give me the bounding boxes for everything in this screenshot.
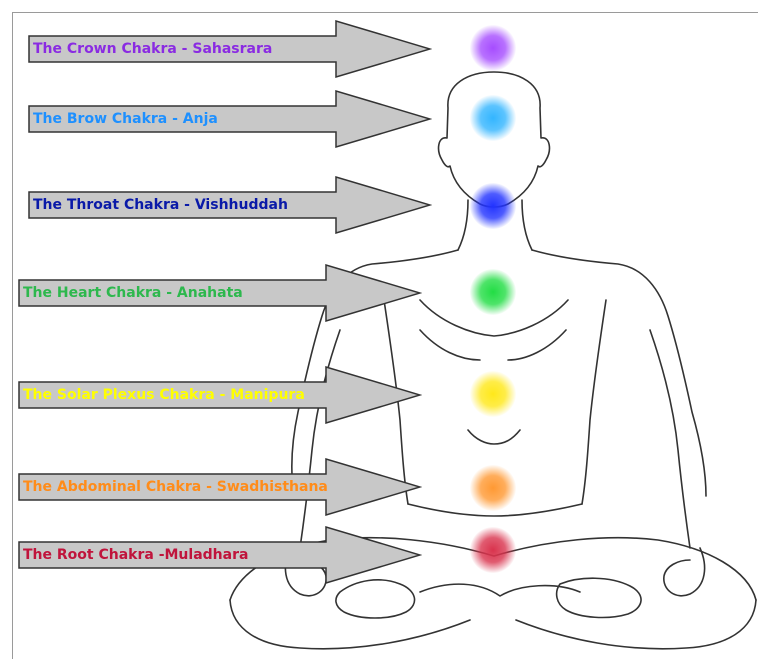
chakra-arrow: The Brow Chakra - Anja bbox=[28, 90, 432, 148]
chakra-label: The Root Chakra -Muladhara bbox=[23, 526, 248, 584]
chakra-label: The Solar Plexus Chakra - Manipura bbox=[23, 366, 305, 424]
yellow-energy-point bbox=[470, 371, 516, 417]
chakra-label: The Brow Chakra - Anja bbox=[33, 90, 218, 148]
chakra-arrow: The Abdominal Chakra - Swadhisthana bbox=[18, 458, 422, 516]
violet-energy-point bbox=[470, 25, 516, 71]
chakra-label: The Throat Chakra - Vishhuddah bbox=[33, 176, 288, 234]
chakra-label: The Crown Chakra - Sahasrara bbox=[33, 20, 272, 78]
chakra-label: The Abdominal Chakra - Swadhisthana bbox=[23, 458, 328, 516]
chakra-arrow: The Throat Chakra - Vishhuddah bbox=[28, 176, 432, 234]
light-blue-energy-point bbox=[470, 95, 516, 141]
chakra-label: The Heart Chakra - Anahata bbox=[23, 264, 243, 322]
orange-energy-point bbox=[470, 465, 516, 511]
chakra-arrow: The Crown Chakra - Sahasrara bbox=[28, 20, 432, 78]
chakra-arrow: The Heart Chakra - Anahata bbox=[18, 264, 422, 322]
green-energy-point bbox=[470, 269, 516, 315]
red-energy-point bbox=[470, 527, 516, 573]
chakra-arrow: The Root Chakra -Muladhara bbox=[18, 526, 422, 584]
chakra-arrow: The Solar Plexus Chakra - Manipura bbox=[18, 366, 422, 424]
blue-energy-point bbox=[470, 183, 516, 229]
